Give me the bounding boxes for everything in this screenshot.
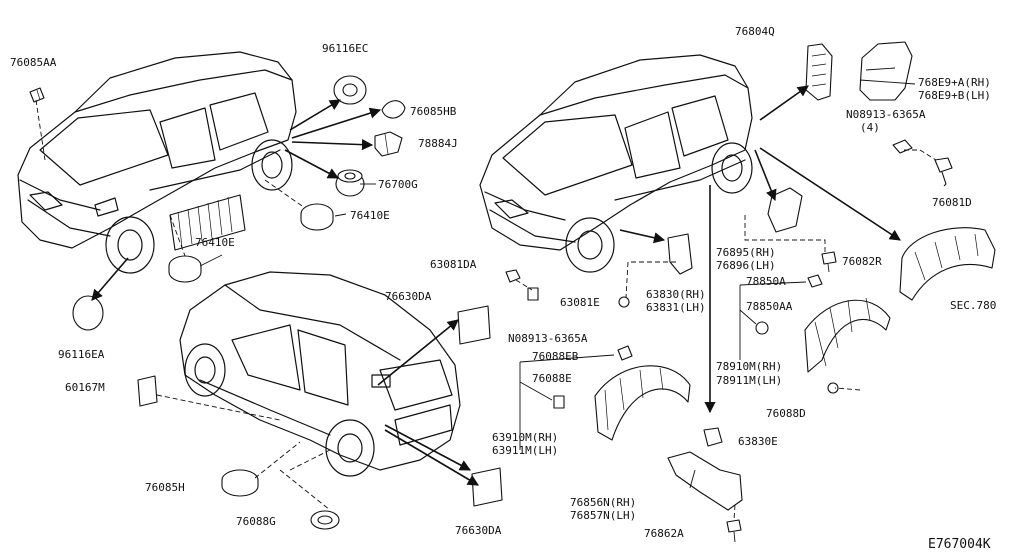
label-63911M: 63911M(LH) (492, 444, 558, 457)
leader-lines (35, 79, 937, 521)
label-63830: 63830(RH) (646, 288, 706, 301)
wheel-liner-78910M-icon[interactable] (804, 297, 891, 373)
label-sec780: SEC.780 (950, 299, 996, 312)
clip-78850A-icon[interactable] (807, 274, 823, 288)
car-front-view-left (17, 51, 297, 274)
label-78911M: 78911M(LH) (716, 374, 782, 387)
label-76085AA: 76085AA (10, 56, 57, 69)
label-76088D: 76088D (766, 407, 806, 420)
clip-63830E-icon[interactable] (703, 427, 723, 447)
car-rear-view (179, 271, 461, 477)
plug-96116EC-icon[interactable] (333, 75, 367, 105)
screw-76081D-icon[interactable] (934, 157, 953, 187)
pad-76630DA-lower-icon[interactable] (471, 467, 503, 507)
label-768E9A: 768E9+A(RH) (918, 76, 991, 89)
label-78850A: 78850A (746, 275, 786, 288)
nut-N08913-top-icon[interactable] (892, 139, 913, 154)
label-76081D: 76081D (932, 196, 972, 209)
label-76700G: 76700G (378, 178, 418, 191)
clip-76085AA-icon[interactable] (29, 87, 45, 103)
screw-76862A-icon[interactable] (726, 519, 742, 543)
clip-63081DA-icon[interactable] (505, 269, 521, 283)
pad-60167M-icon[interactable] (137, 375, 158, 407)
label-76410E-lower: 76410E (195, 236, 235, 249)
label-76085HB: 76085HB (410, 105, 457, 118)
side-sill-protector-hatch (169, 194, 246, 251)
label-76895: 76895(RH) (716, 246, 776, 259)
bracket-76804Q-icon[interactable] (805, 43, 833, 101)
label-96116EA: 96116EA (58, 348, 105, 361)
cap-76085HB-icon[interactable] (381, 100, 406, 119)
label-76804Q: 76804Q (735, 25, 775, 38)
clip-76088EB-icon[interactable] (617, 345, 633, 361)
label-60167M: 60167M (65, 381, 105, 394)
label-76082R: 76082R (842, 255, 882, 268)
fender-liner-sec780-icon[interactable] (899, 227, 996, 301)
plug-76085H-icon[interactable] (221, 469, 259, 497)
plug-76088G-icon[interactable] (310, 510, 340, 530)
label-76857N: 76857N(LH) (570, 509, 636, 522)
label-76088E: 76088E (532, 372, 572, 385)
mudguard-63830-icon[interactable] (667, 233, 693, 275)
splash-guard-76856N-icon[interactable] (667, 451, 743, 511)
label-78850AA: 78850AA (746, 300, 793, 313)
clip-78884J-icon[interactable] (374, 131, 403, 157)
label-76088G: 76088G (236, 515, 276, 528)
clip-78850AA-icon[interactable] (755, 321, 769, 335)
label-78910M: 78910M(RH) (716, 360, 782, 373)
nut-N08913-mid-icon[interactable] (527, 287, 539, 301)
grommet-76700G-icon[interactable] (335, 169, 365, 197)
label-768E9B: 768E9+B(LH) (918, 89, 991, 102)
label-76085H: 76085H (145, 481, 185, 494)
mudguard-76895-icon[interactable] (767, 187, 803, 233)
label-76862A: 76862A (644, 527, 684, 540)
plug-76410E-upper-icon[interactable] (300, 203, 334, 231)
wheel-liner-63910M-icon[interactable] (594, 365, 691, 441)
label-76410E-upper: 76410E (350, 209, 390, 222)
label-63910M: 63910M(RH) (492, 431, 558, 444)
plug-76410E-lower-icon[interactable] (168, 255, 202, 283)
label-63831: 63831(LH) (646, 301, 706, 314)
label-76630DA-upper: 76630DA (385, 290, 432, 303)
label-78884J: 78884J (418, 137, 458, 150)
pad-76630DA-upper-icon[interactable] (457, 305, 491, 345)
clip-63081E-icon[interactable] (618, 296, 630, 308)
diagram-code: E767004K (928, 537, 991, 552)
cover-768E9-icon[interactable] (859, 41, 913, 101)
label-76630DA-lower: 76630DA (455, 524, 502, 537)
clip-76088E-icon[interactable] (553, 395, 565, 409)
label-63830E: 63830E (738, 435, 778, 448)
label-76896: 76896(LH) (716, 259, 776, 272)
clip-76088D-icon[interactable] (827, 382, 839, 394)
plug-96116EA-icon[interactable] (72, 295, 104, 331)
part-labels: 76085AA 96116EC 76085HB 78884J 76700G 76… (10, 25, 996, 552)
label-63081DA: 63081DA (430, 258, 477, 271)
label-N08913-top-qty: (4) (860, 121, 880, 134)
label-63081E: 63081E (560, 296, 600, 309)
screw-76082R-icon[interactable] (821, 251, 837, 273)
car-front-view-middle (479, 54, 753, 273)
label-N08913-mid: N08913-6365A (508, 332, 588, 345)
label-96116EC: 96116EC (322, 42, 368, 55)
label-76088EB: 76088EB (532, 350, 579, 363)
label-N08913-top: N08913-6365A (846, 108, 926, 121)
label-76856N: 76856N(RH) (570, 496, 636, 509)
